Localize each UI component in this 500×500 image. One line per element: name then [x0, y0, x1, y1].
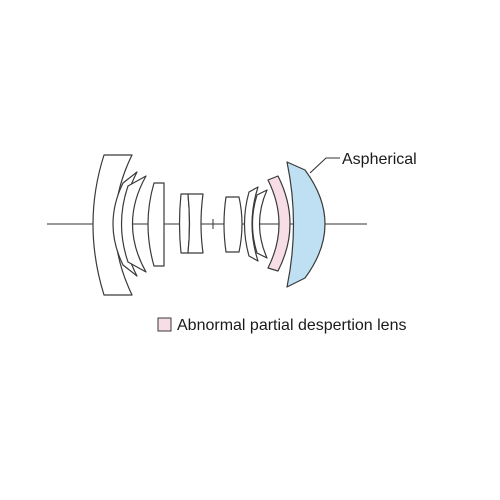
- aspherical-leader-line: [309, 157, 340, 174]
- lens-element-6: [187, 193, 204, 254]
- lens-element-4: [147, 182, 165, 267]
- lens-element-9: [251, 189, 268, 259]
- aspherical-label: Aspherical: [342, 151, 417, 168]
- lens-element-3: [120, 175, 147, 273]
- lens-element-8: [243, 186, 259, 262]
- ad-legend-label: Abnormal partial despertion lens: [177, 317, 406, 334]
- lens-element-7: [223, 196, 243, 253]
- ad-lens-element: [267, 175, 291, 272]
- aspherical-lens-element: [286, 161, 326, 288]
- lens-element-5: [178, 193, 191, 254]
- ad-legend-swatch: [157, 317, 172, 332]
